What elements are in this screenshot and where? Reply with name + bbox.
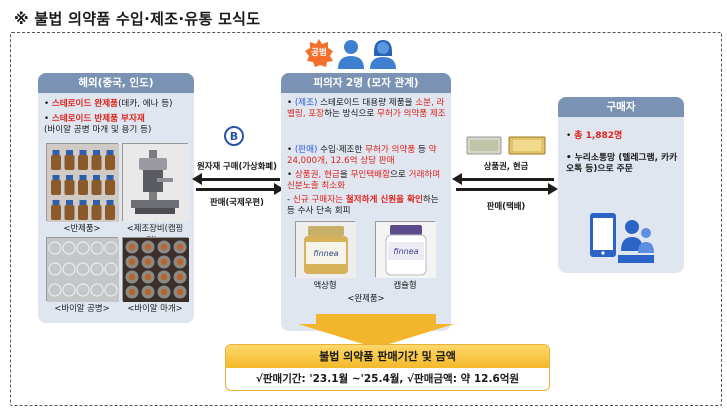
liquid-product-photo: finnea	[295, 221, 356, 278]
suspect-header: 피의자 2명 (모자 관계)	[281, 73, 451, 93]
capsule-bottle-image: finnea	[376, 222, 436, 278]
suspect-item-sale: • (판매) 수입·제조한 무허가 의약품 등 약24,000개, 12.6억 …	[287, 145, 437, 167]
left-arrow-purchase-line	[200, 178, 280, 181]
left-arrow-label-top: 원자재 구매(가상화폐)	[197, 161, 277, 171]
female-person-icon	[370, 40, 396, 69]
caption-liquid: 액상형	[313, 280, 337, 290]
buyer-total: • 총 1,882명	[566, 131, 623, 141]
gift-voucher-image	[466, 134, 504, 156]
bitcoin-icon: B	[224, 126, 244, 146]
delivery-arrow-line	[456, 188, 548, 191]
right-arrow-sale-head	[274, 183, 284, 195]
overseas-item-finished: • 스테로이드 완제품(데카, 에나 등)	[44, 99, 173, 109]
left-arrow-purchase-head	[192, 173, 202, 185]
vials-image	[47, 144, 119, 222]
suspect-box: 피의자 2명 (모자 관계) • (제조) 스테로이드 대용량 제품을 소분, …	[281, 73, 451, 331]
payment-arrow-line	[460, 178, 554, 181]
diagram-frame	[10, 32, 722, 406]
delivery-arrow-head	[548, 183, 558, 195]
overseas-box: 해외(중국, 인도) • 스테로이드 완제품(데카, 에나 등) • 스테로이드…	[38, 73, 194, 323]
summary-box: 불법 의약품 판매기간 및 금액 √판매기간: '23.1월 ~'25.4월, …	[225, 344, 550, 391]
equipment-photo	[122, 143, 189, 222]
caption-finished-product: <완제품>	[347, 293, 385, 303]
suspect-item-manufacture: • (제조) 스테로이드 대용량 제품을 소분, 라벨링, 포장하는 방식으로 …	[287, 98, 446, 120]
capping-machine-image	[123, 144, 189, 222]
liquid-bottle-image: finnea	[296, 222, 356, 278]
semi-product-photo	[46, 143, 119, 222]
summary-detail: √판매기간: '23.1월 ~'25.4월, √판매금액: 약 12.6억원	[255, 373, 520, 385]
buyer-header: 구매자	[558, 97, 684, 117]
svg-text:B: B	[230, 130, 238, 143]
payment-arrow-head	[452, 173, 462, 185]
overseas-header: 해외(중국, 인도)	[38, 73, 194, 93]
suspect-item-evasion: - 신규 구매자는 철저하게 신원을 확인하는 등 수사 단속 회피	[287, 195, 439, 217]
page-title: ※ 불법 의약품 수입·제조·유통 모식도	[14, 10, 261, 28]
buyer-box: 구매자 • 총 1,882명 • 누리소통망 (텔레그램, 카카오톡 등)으로 …	[558, 97, 684, 273]
svg-text:finnea: finnea	[393, 247, 418, 256]
accomplice-badge-icon	[305, 39, 333, 67]
empty-vials-photo	[46, 237, 119, 302]
suspect-item-payment: • 상품권, 현금을 무인택배함으로 거래하며 신분노출 최소화	[287, 170, 441, 192]
buyers-phones-icon	[590, 213, 654, 263]
male-person-icon	[338, 40, 364, 69]
right-arrow-label-top: 상품권, 현금	[483, 161, 529, 171]
empty-vials-image	[47, 238, 119, 302]
vial-caps-photo	[122, 237, 189, 302]
cash-image	[508, 134, 548, 156]
summary-heading: 불법 의약품 판매기간 및 금액	[226, 345, 549, 368]
caption-capsule: 캡슐형	[393, 280, 417, 290]
down-arrow	[298, 314, 454, 348]
vial-caps-image	[123, 238, 189, 302]
accomplice-badge-label: 공범	[311, 48, 327, 58]
caption-empty-vials: <바이알 공병>	[54, 303, 110, 313]
svg-text:finnea: finnea	[313, 249, 338, 258]
right-arrow-sale-line	[196, 188, 274, 191]
capsule-product-photo: finnea	[375, 221, 436, 278]
caption-semi-product: <반제품>	[63, 223, 101, 233]
overseas-item-semi: • 스테로이드 반제품 부자재 (바이알 공병 마개 및 용기 등)	[44, 114, 152, 135]
left-arrow-label-bottom: 판매(국제우편)	[210, 197, 264, 207]
right-arrow-label-bottom: 판매(택배)	[486, 201, 526, 211]
caption-vial-caps: <바이알 마개>	[127, 303, 183, 313]
buyer-channel: • 누리소통망 (텔레그램, 카카오톡 등)으로 주문	[566, 153, 678, 174]
